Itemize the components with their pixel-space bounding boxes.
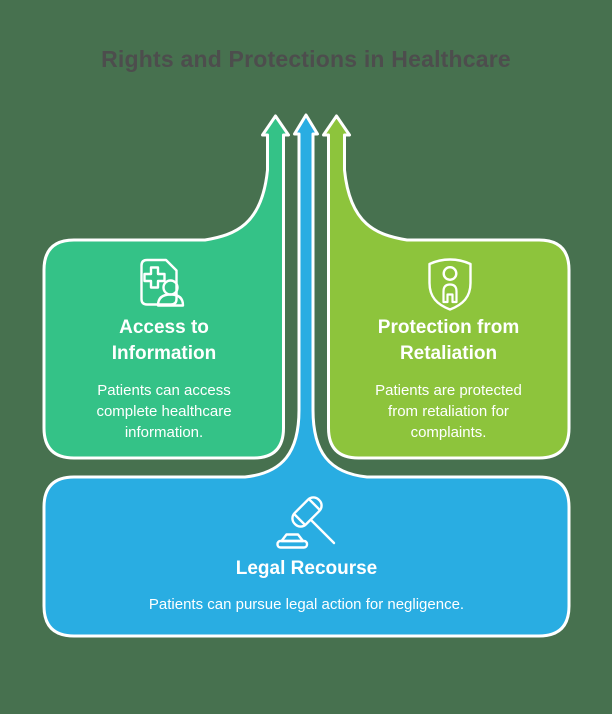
card-body-legal: Patients can pursue legal action for neg… (44, 594, 569, 615)
legal-card-arrow-shape (42, 113, 571, 638)
access-card-arrow-shape (42, 114, 290, 460)
card-title-retaliation: Protection from Retaliation (328, 315, 569, 367)
card-body-line: complete healthcare (96, 403, 232, 420)
card-title-line: Access to (119, 317, 209, 338)
card-title-access: Access to Information (44, 315, 284, 367)
shield-person-icon (428, 258, 472, 311)
card-body-line: from retaliation for (388, 403, 509, 420)
medical-document-person-icon (140, 258, 185, 307)
retaliation-card-arrow-shape (322, 114, 571, 460)
card-body-line: complaints. (410, 424, 487, 441)
card-body-line: Patients are protected (375, 382, 522, 399)
card-title-line: Information (111, 343, 217, 364)
card-body-line: Patients can pursue legal action for neg… (148, 596, 465, 613)
card-title-legal: Legal Recourse (44, 556, 569, 582)
gavel-icon (276, 496, 336, 549)
card-body-line: information. (124, 424, 204, 441)
card-title-line: Retaliation (399, 343, 498, 364)
card-body-access: Patients can access complete healthcare … (44, 380, 284, 443)
card-body-retaliation: Patients are protected from retaliation … (328, 380, 569, 443)
card-title-line: Protection from (377, 317, 520, 338)
card-title-line: Legal Recourse (235, 558, 378, 579)
page-title: Rights and Protections in Healthcare (101, 46, 511, 72)
card-body-line: Patients can access (97, 382, 231, 399)
